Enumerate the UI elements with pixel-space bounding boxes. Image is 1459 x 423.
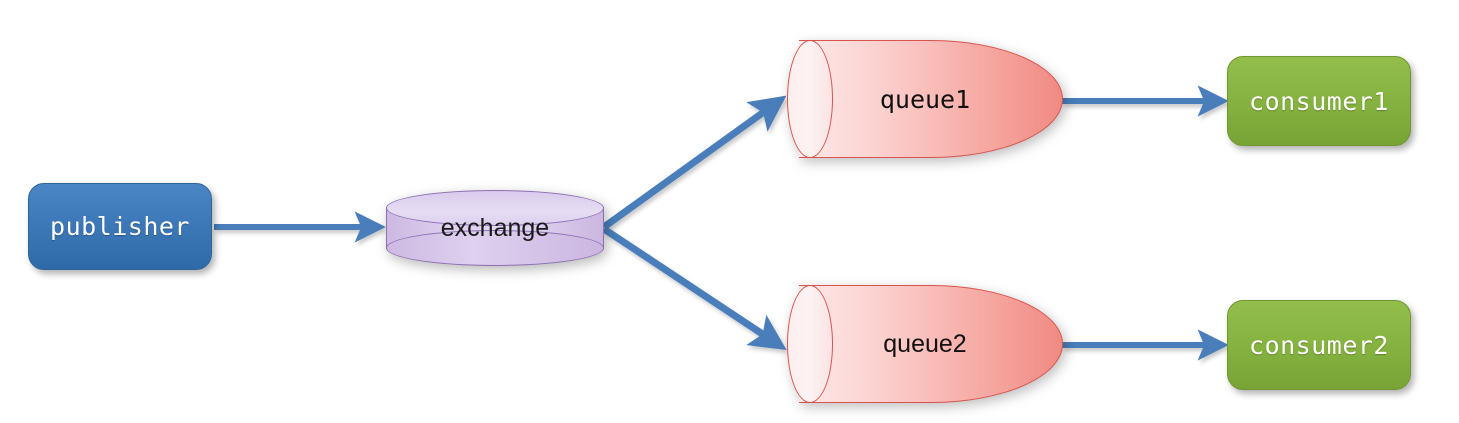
queue2-cylinder-cap bbox=[787, 285, 833, 403]
node-exchange-label: exchange bbox=[440, 213, 550, 242]
queue1-cylinder-body bbox=[799, 40, 1063, 158]
node-queue1[interactable]: queue1 bbox=[787, 40, 1063, 158]
exchange-cylinder-bottom bbox=[386, 230, 604, 266]
edge-exchange-to-queue1 bbox=[601, 95, 787, 230]
exchange-cylinder-top bbox=[386, 190, 604, 226]
node-queue2-label: queue2 bbox=[883, 329, 967, 358]
node-queue2[interactable]: queue2 bbox=[787, 285, 1063, 403]
node-consumer1-label: consumer1 bbox=[1249, 86, 1389, 116]
node-publisher[interactable]: publisher bbox=[28, 183, 212, 270]
node-consumer2[interactable]: consumer2 bbox=[1227, 300, 1411, 390]
node-queue1-label: queue1 bbox=[879, 84, 971, 114]
node-consumer1[interactable]: consumer1 bbox=[1227, 56, 1411, 146]
node-publisher-label: publisher bbox=[50, 212, 190, 241]
node-consumer2-label: consumer2 bbox=[1249, 330, 1389, 360]
node-exchange[interactable]: exchange bbox=[386, 190, 604, 266]
queue2-cylinder-body bbox=[799, 285, 1063, 403]
queue1-cylinder-cap bbox=[787, 40, 833, 158]
edge-exchange-to-queue2 bbox=[602, 226, 787, 351]
